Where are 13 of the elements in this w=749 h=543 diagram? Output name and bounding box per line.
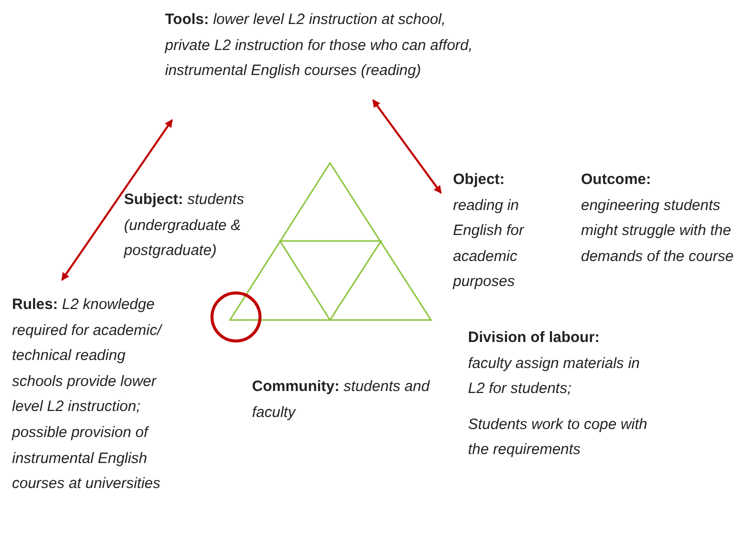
annotation-text: Students work to cope with the requirements xyxy=(468,414,648,460)
heading-text: Object: xyxy=(453,170,506,190)
annotation-text: reading in English for academic purposes xyxy=(453,196,526,292)
annotation-text: Subject: students (undergraduate & postgraduate) xyxy=(124,190,246,262)
double-arrow xyxy=(372,99,442,194)
double-arrow xyxy=(61,119,173,281)
annotation-text: engineering students might struggle with the demands of the course xyxy=(581,196,735,267)
annotation-text: Community: students and faculty xyxy=(252,377,431,423)
annotation-text: faculty assign materials in L2 for students; xyxy=(468,354,641,400)
heading-text: Outcome: xyxy=(581,170,652,190)
annotation-text: Tools: lower level L2 instruction at school, private L2 instruction for those who can afford, instrumental English courses (reading) xyxy=(165,10,474,82)
annotation-text: schools provide lower level L2 instruction; possible provision of instrumental English courses at universities xyxy=(12,372,162,494)
heading-text: Division of labour: xyxy=(468,328,601,348)
